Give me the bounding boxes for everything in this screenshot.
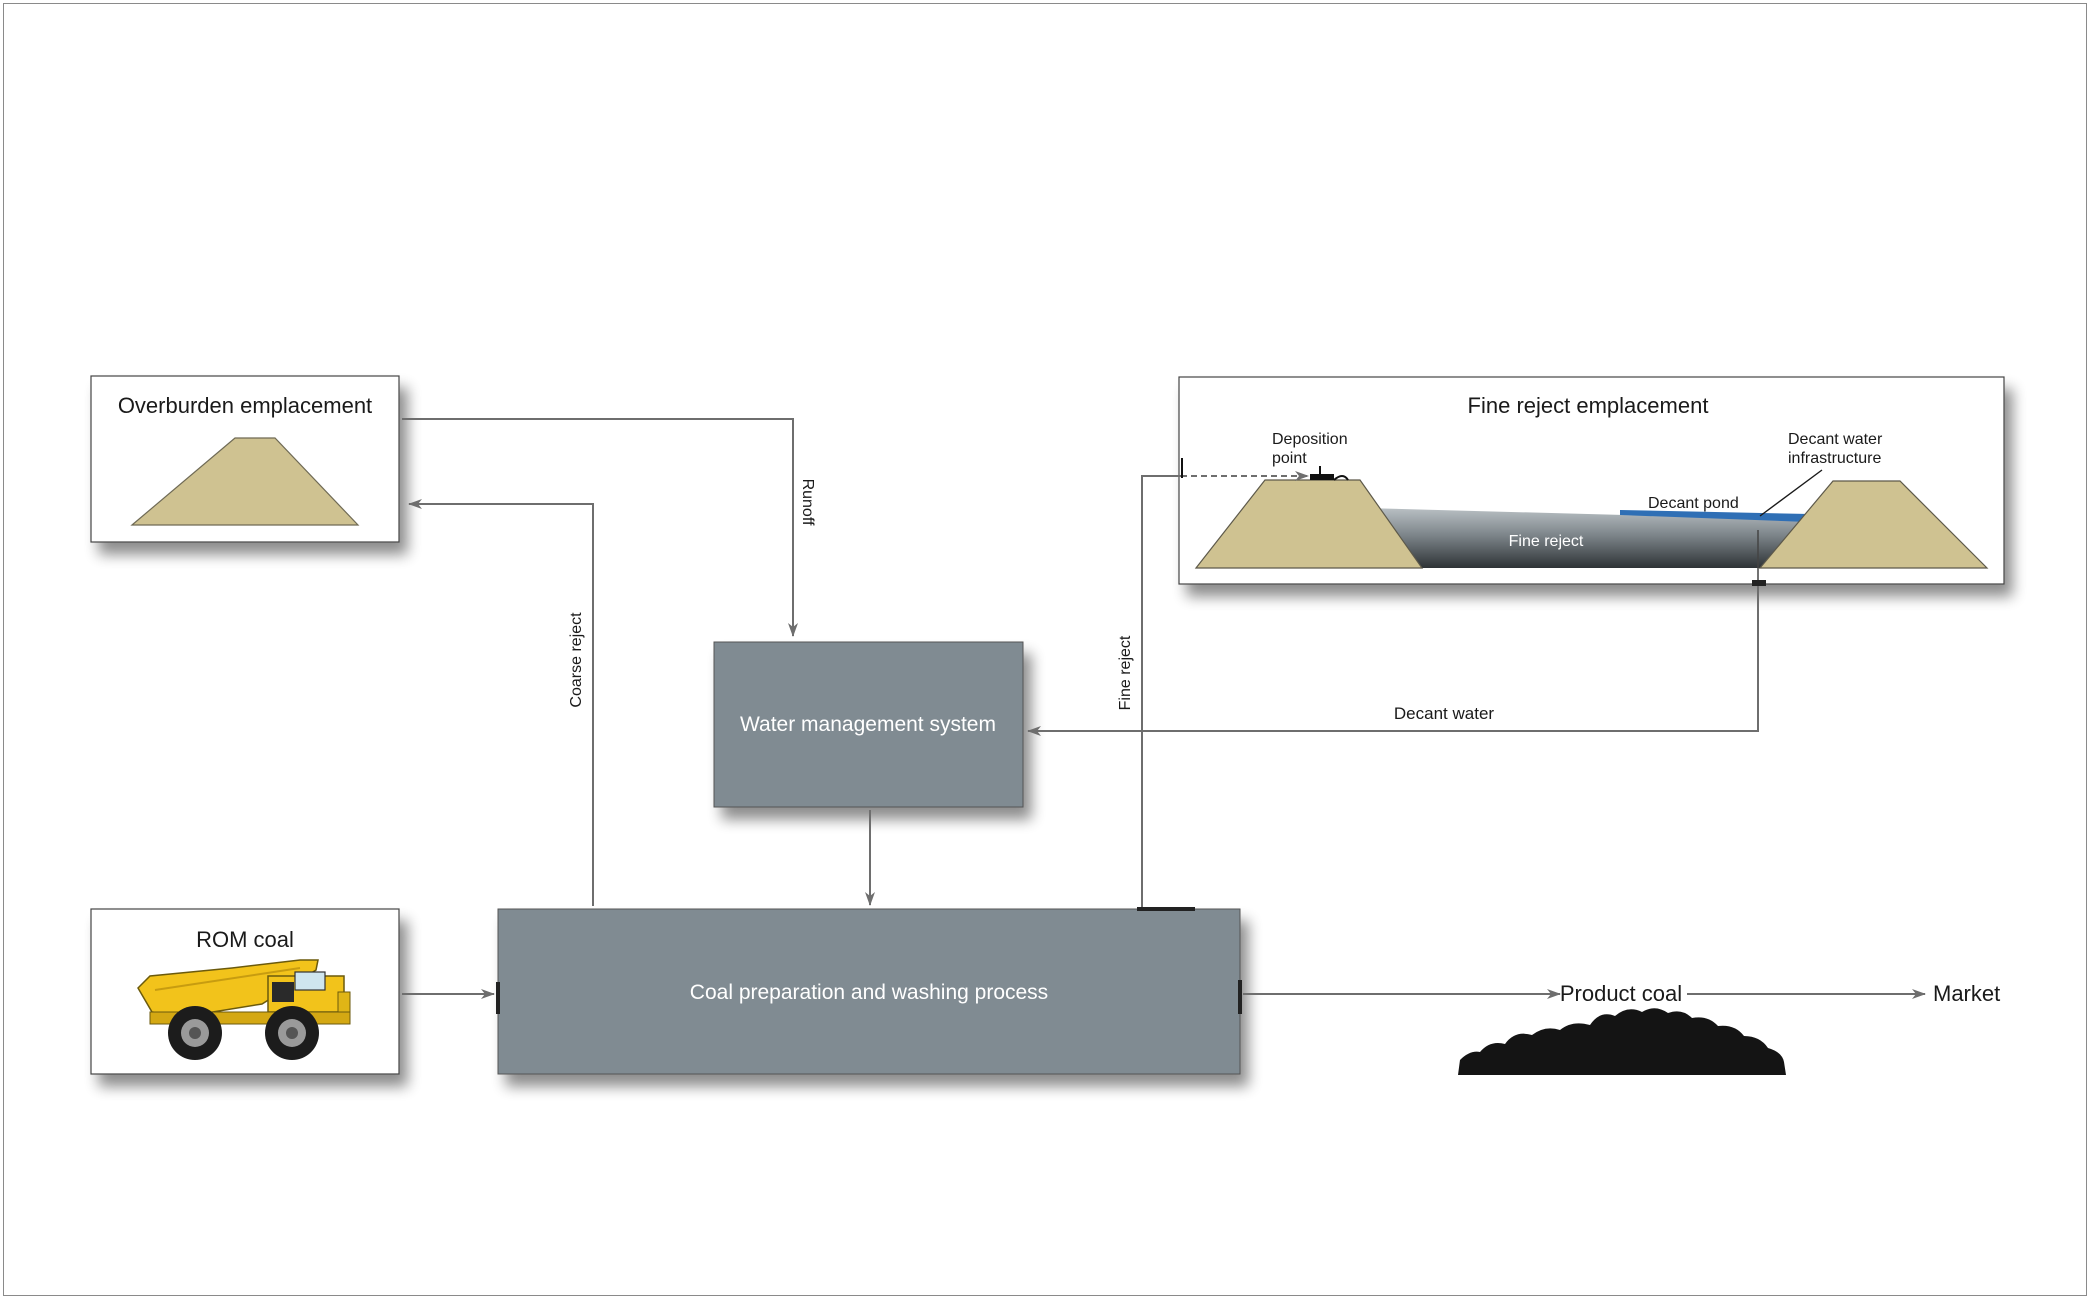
coal-pile-icon	[1458, 1008, 1786, 1075]
haul-truck-icon	[137, 959, 351, 1060]
decant-water-label: Decant water	[1394, 704, 1494, 723]
right-embankment	[1758, 480, 1989, 569]
water-management-title: Water management system	[740, 713, 996, 736]
deposition-point-label-1: Deposition	[1272, 431, 1348, 448]
decant-infra-label-1: Decant water	[1788, 431, 1883, 448]
fine-reject-label: Fine reject	[1509, 533, 1584, 550]
svg-text:point: point	[1272, 450, 1307, 467]
deposition-point-label-2: point	[1272, 450, 1307, 467]
runoff-label: Runoff	[799, 479, 816, 526]
fine-reject-connector: Fine reject	[1117, 458, 1309, 907]
runoff-connector: Runoff	[402, 418, 816, 637]
decant-infra-label-2: infrastructure	[1788, 450, 1881, 467]
fine-reject-emplacement-title: Fine reject emplacement	[1468, 393, 1709, 418]
left-embankment	[1194, 479, 1424, 569]
fine-reject-emplacement-box: Fine reject emplacement Deposition point…	[1178, 376, 2005, 586]
market-label: Market	[1933, 981, 2000, 1006]
overburden-mound	[130, 437, 360, 526]
svg-text:Deposition: Deposition	[1272, 431, 1348, 448]
coarse-reject-label: Coarse reject	[568, 612, 585, 708]
svg-text:Decant water: Decant water	[1788, 431, 1883, 448]
overburden-title: Overburden emplacement	[118, 393, 372, 418]
water-management-box: Water management system	[713, 641, 1024, 808]
diagram-frame	[3, 3, 2087, 1296]
rom-coal-title: ROM coal	[196, 927, 294, 952]
fine-reject-body	[1364, 508, 1810, 568]
coarse-reject-connector: Coarse reject	[408, 499, 594, 906]
decant-pond-water	[1620, 510, 1810, 522]
coal-preparation-box: Coal preparation and washing process	[496, 907, 1242, 1075]
overburden-box: Overburden emplacement	[90, 375, 400, 543]
rom-coal-box: ROM coal	[90, 908, 400, 1075]
fine-reject-flow-label: Fine reject	[1117, 635, 1134, 710]
decant-water-connector: Decant water	[1027, 586, 1759, 736]
coal-preparation-title: Coal preparation and washing process	[690, 981, 1048, 1004]
product-coal-label: Product coal	[1560, 981, 1682, 1006]
deposition-outlet	[1310, 474, 1334, 480]
svg-text:infrastructure: infrastructure	[1788, 450, 1881, 467]
decant-pond-label: Decant pond	[1648, 495, 1739, 512]
